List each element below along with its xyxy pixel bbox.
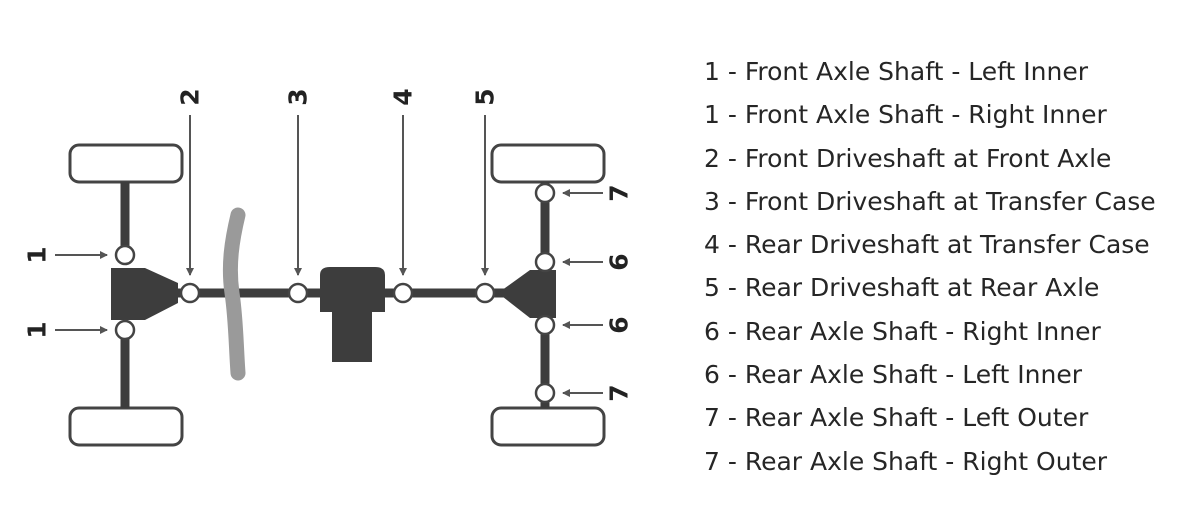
legend-item: 7 - Rear Axle Shaft - Right Outer	[704, 446, 1108, 476]
callout-label-4: 4	[389, 88, 418, 105]
joint-1-upper	[114, 244, 136, 266]
joint-1-lower	[114, 319, 136, 341]
frame-rail	[222, 207, 246, 381]
legend-item: 3 - Front Driveshaft at Transfer Case	[704, 186, 1156, 216]
rear-differential	[498, 270, 556, 318]
joint-7-lower	[534, 382, 556, 404]
joint-7-upper	[534, 182, 556, 204]
rear-right-wheel	[490, 406, 606, 447]
callout-label-6-upper: 6	[605, 253, 634, 270]
legend-item: 5 - Rear Driveshaft at Rear Axle	[704, 273, 1100, 303]
legend-item: 4 - Rear Driveshaft at Transfer Case	[704, 230, 1150, 260]
legend-item: 6 - Rear Axle Shaft - Right Inner	[704, 316, 1101, 346]
joint-6-lower	[534, 314, 556, 336]
legend-item: 1 - Front Axle Shaft - Left Inner	[704, 57, 1088, 86]
front-right-wheel	[68, 406, 184, 447]
callout-label-6-lower: 6	[605, 316, 634, 333]
joint-5	[474, 282, 496, 304]
callout-label-5: 5	[471, 88, 500, 105]
callout-label-1-lower: 1	[23, 321, 52, 338]
joint-2	[179, 282, 201, 304]
callout-label-2: 2	[176, 88, 205, 105]
transfer-case	[320, 267, 385, 362]
legend-item: 6 - Rear Axle Shaft - Left Inner	[704, 360, 1082, 390]
callout-label-1-upper: 1	[23, 246, 52, 263]
legend-item: 7 - Rear Axle Shaft - Left Outer	[704, 403, 1089, 433]
callout-label-7-upper: 7	[605, 184, 634, 201]
front-differential	[111, 268, 178, 320]
legend-list: 1 - Front Axle Shaft - Left Inner 1 - Fr…	[704, 50, 1156, 483]
callout-label-7-lower: 7	[605, 384, 634, 401]
joint-4	[392, 282, 414, 304]
drivetrain-diagram: 2 3 4 5 1 1 7 6 6 7	[23, 88, 634, 447]
joint-3	[287, 282, 309, 304]
joint-6-upper	[534, 251, 556, 273]
front-left-wheel	[68, 143, 184, 184]
legend-item: 1 - Front Axle Shaft - Right Inner	[704, 100, 1107, 130]
legend-item: 2 - Front Driveshaft at Front Axle	[704, 143, 1112, 173]
rear-left-wheel	[490, 143, 606, 184]
callout-label-3: 3	[284, 88, 313, 105]
